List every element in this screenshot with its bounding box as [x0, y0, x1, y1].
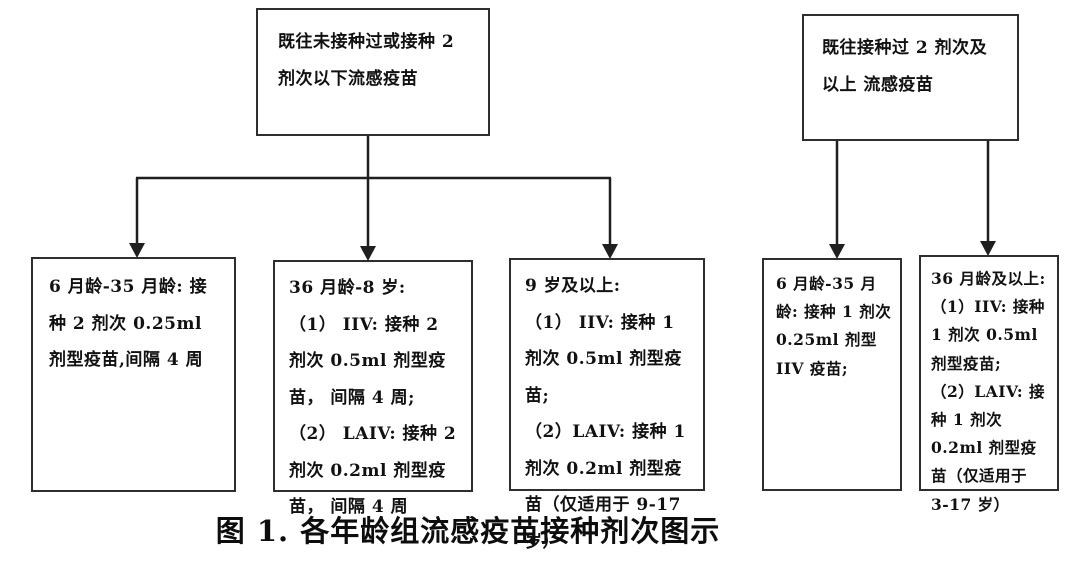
- node-text: 6 月龄-35 月龄: 接种 1 剂次 0.25ml 剂型 IIV 疫苗;: [776, 274, 892, 378]
- node-text: 6 月龄-35 月龄: 接种 2 剂次 0.25ml 剂型疫苗,间隔 4 周: [49, 277, 208, 371]
- figure-caption: 图 1. 各年龄组流感疫苗接种剂次图示: [215, 514, 721, 548]
- node-right-age-36m-plus: 36 月龄及以上: （1）IIV: 接种 1 剂次 0.5ml 剂型疫苗; （2…: [919, 255, 1059, 514]
- node-text: 36 月龄-8 岁: （1） IIV: 接种 2 剂次 0.5ml 剂型疫苗， …: [289, 278, 457, 518]
- arrowhead-down-icon: [360, 246, 376, 261]
- node-text: 既往未接种过或接种 2 剂次以下流感疫苗: [278, 32, 455, 90]
- node-text: 9 岁及以上: （1） IIV: 接种 1 剂次 0.5ml 剂型疫苗; （2）…: [525, 276, 686, 552]
- node-text: 既往接种过 2 剂次及以上 流感疫苗: [822, 38, 988, 96]
- node-left-age-6-35-months: 6 月龄-35 月龄: 接种 2 剂次 0.25ml 剂型疫苗,间隔 4 周: [31, 257, 236, 492]
- node-left-age-9y-plus: 9 岁及以上: （1） IIV: 接种 1 剂次 0.5ml 剂型疫苗; （2）…: [509, 258, 705, 552]
- node-text: 36 月龄及以上: （1）IIV: 接种 1 剂次 0.5ml 剂型疫苗; （2…: [931, 269, 1046, 514]
- node-right-age-6-35-months: 6 月龄-35 月龄: 接种 1 剂次 0.25ml 剂型 IIV 疫苗;: [762, 258, 902, 491]
- node-left-age-36m-8y: 36 月龄-8 岁: （1） IIV: 接种 2 剂次 0.5ml 剂型疫苗， …: [273, 260, 473, 517]
- arrowhead-down-icon: [829, 244, 845, 259]
- node-unvaccinated-or-under-2-doses: 既往未接种过或接种 2 剂次以下流感疫苗: [256, 8, 490, 136]
- arrowhead-down-icon: [129, 243, 145, 258]
- arrowhead-down-icon: [980, 241, 996, 256]
- arrowhead-down-icon: [602, 244, 618, 259]
- node-previously-2plus-doses: 既往接种过 2 剂次及以上 流感疫苗: [802, 14, 1019, 141]
